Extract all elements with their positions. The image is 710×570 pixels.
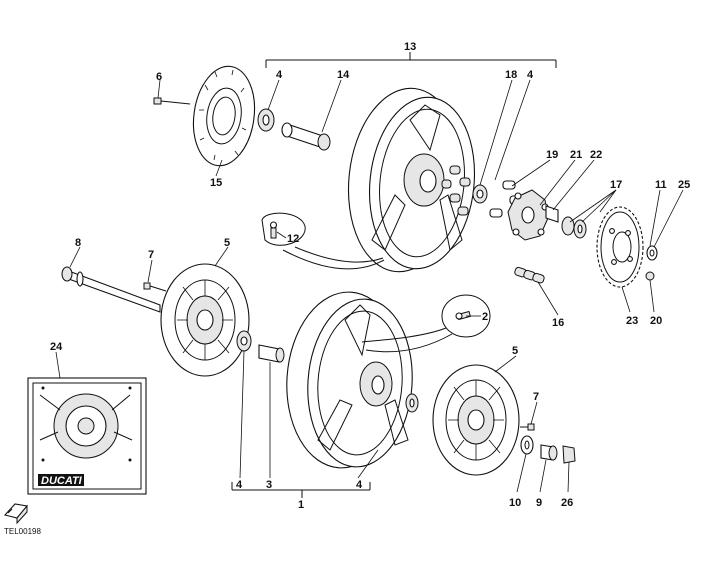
axle-spacer: [540, 444, 558, 461]
sprocket-carrier: [507, 189, 549, 241]
chain-link: [514, 266, 545, 284]
callout-17: 17: [610, 179, 622, 191]
callout-18: 18: [505, 69, 517, 81]
callout-4: 4: [527, 69, 534, 81]
front-spacer: [258, 344, 285, 363]
group-1-bracket: [231, 482, 371, 498]
leader-lines: [55, 79, 684, 493]
callout-1: 1: [298, 499, 304, 511]
carrier-bearings: [561, 216, 587, 239]
callout-16: 16: [552, 317, 564, 329]
valve-detail-balloon-2: [361, 294, 491, 353]
decal-sheet: DUCATI: [27, 377, 147, 495]
callout-9: 9: [536, 497, 542, 509]
callout-15: 15: [210, 177, 222, 189]
front-brake-disc-right: [432, 364, 520, 476]
front-bearing-left: [236, 330, 252, 352]
callout-12: 12: [287, 233, 299, 245]
callout-20: 20: [650, 315, 662, 327]
axle-nut: [562, 445, 576, 464]
disc-bolt: [153, 97, 191, 105]
ducati-logo: DUCATI: [41, 475, 83, 487]
sprocket-nut: [645, 271, 655, 281]
callout-4: 4: [276, 69, 283, 81]
ducati-logo-plate: [38, 474, 84, 486]
callout-19: 19: [546, 149, 558, 161]
callout-7: 7: [148, 249, 154, 261]
sprocket-washer: [646, 245, 658, 261]
front-disc-bolt: [143, 282, 167, 292]
callout-3: 3: [266, 479, 272, 491]
callout-5: 5: [224, 237, 230, 249]
callout-21: 21: [570, 149, 582, 161]
front-axle: [61, 266, 161, 313]
callout-11: 11: [655, 179, 667, 191]
front-brake-disc-left: [160, 263, 250, 377]
valve-detail-balloon: [261, 212, 385, 270]
front-wheel: [286, 291, 413, 469]
callout-4: 4: [236, 479, 243, 491]
callout-8: 8: [75, 237, 81, 249]
book-icon: [3, 503, 29, 525]
callout-4: 4: [356, 479, 363, 491]
callout-24: 24: [50, 341, 63, 353]
rear-spacer: [281, 122, 331, 151]
rear-wheel: [347, 87, 476, 273]
callout-7: 7: [533, 391, 539, 403]
callout-13: 13: [404, 41, 416, 53]
callout-25: 25: [678, 179, 690, 191]
callout-10: 10: [509, 497, 521, 509]
front-disc-bolt-right: [520, 423, 535, 431]
front-bearing-right: [405, 393, 419, 413]
callout-5: 5: [512, 345, 518, 357]
rear-brake-disc: [192, 65, 256, 167]
drawing-code: TEL00198: [4, 527, 41, 536]
rear-bearing-right: [472, 184, 488, 204]
rear-bearing-left: [257, 108, 275, 132]
callout-6: 6: [156, 71, 162, 83]
callout-22: 22: [590, 149, 602, 161]
rear-sprocket: [596, 206, 644, 288]
callout-23: 23: [626, 315, 638, 327]
callout-labels: 13 6 4 14 18 4 15 19 21 22 17 11 25 12 8…: [50, 41, 690, 511]
axle-washer: [520, 435, 534, 455]
group-13-bracket: [265, 52, 557, 68]
cush-drive-pins: [441, 165, 471, 216]
callout-26: 26: [561, 497, 573, 509]
callout-14: 14: [337, 69, 350, 81]
callout-2: 2: [482, 311, 488, 323]
